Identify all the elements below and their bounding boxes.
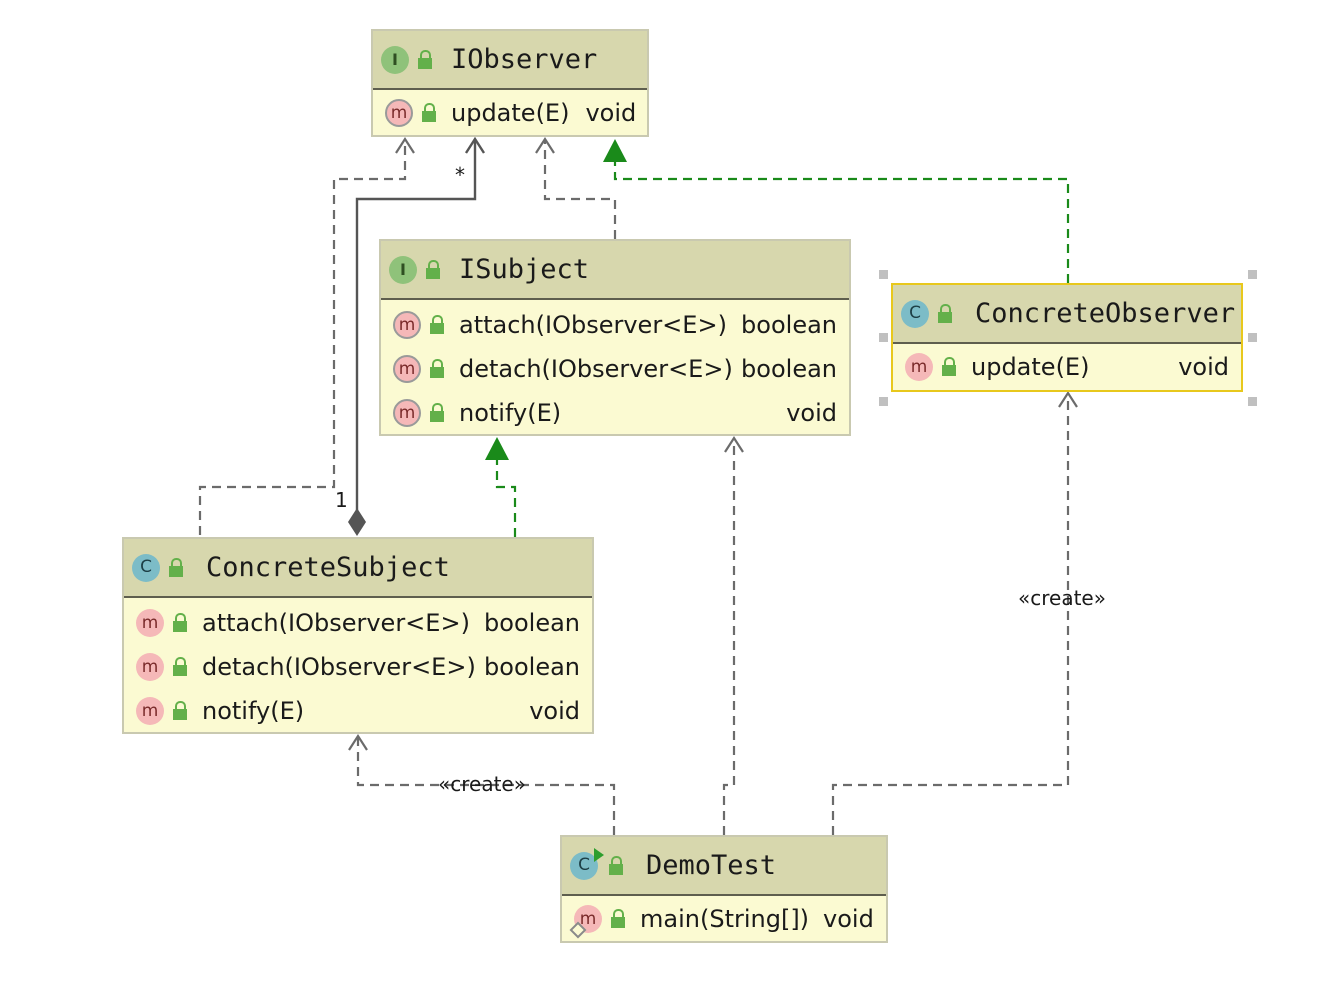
method-row[interactable]: m notify(E) void xyxy=(381,391,849,435)
method-row[interactable]: m update(E) void xyxy=(373,90,647,136)
public-lock-icon xyxy=(425,259,441,280)
selection-handle[interactable] xyxy=(1248,397,1257,406)
public-lock-icon xyxy=(429,315,445,335)
realization-arrowhead-icon xyxy=(603,139,627,162)
class-box-demotest[interactable]: C DemoTest m main(String[]) void xyxy=(560,835,888,943)
method-row[interactable]: m update(E) void xyxy=(893,344,1241,390)
open-arrowhead-icon xyxy=(464,136,486,154)
multiplicity-one: 1 xyxy=(335,488,348,512)
method-row[interactable]: m attach(IObserver<E>) boolean xyxy=(124,601,592,645)
method-return-type: boolean xyxy=(484,653,580,681)
selection-handle[interactable] xyxy=(879,270,888,279)
interface-icon: I xyxy=(389,255,417,284)
public-lock-icon xyxy=(168,557,184,578)
class-header[interactable]: I IObserver xyxy=(373,31,647,90)
runnable-class-icon: C xyxy=(570,847,604,880)
method-row[interactable]: m notify(E) void xyxy=(124,689,592,733)
edge-isubject-uses-iobserver[interactable] xyxy=(543,139,617,239)
create-label-observer: «create» xyxy=(1018,586,1106,610)
class-name: ConcreteSubject xyxy=(206,552,450,583)
class-icon: C xyxy=(901,299,929,328)
class-header[interactable]: C ConcreteObserver xyxy=(893,285,1241,344)
edge-concreteobserver-implements-iobserver[interactable] xyxy=(613,160,1070,283)
method-signature: update(E) xyxy=(451,99,570,127)
method-icon: m xyxy=(136,697,164,725)
method-icon: m xyxy=(136,653,164,681)
method-return-type: void xyxy=(529,697,580,725)
method-return-type: boolean xyxy=(484,609,580,637)
method-signature: detach(IObserver<E>) xyxy=(459,355,733,383)
run-triangle-icon xyxy=(594,847,604,862)
public-lock-icon xyxy=(417,49,433,70)
edge-demotest-creates-concretesubject[interactable] xyxy=(356,736,616,835)
interface-icon: I xyxy=(381,45,409,74)
public-lock-icon xyxy=(610,909,626,929)
multiplicity-many: * xyxy=(455,163,465,187)
realization-arrowhead-icon xyxy=(485,437,509,460)
static-method-icon: m xyxy=(569,905,602,939)
class-name: ISubject xyxy=(459,254,590,285)
method-signature: attach(IObserver<E>) xyxy=(459,311,727,339)
public-lock-icon xyxy=(172,701,188,721)
class-name: ConcreteObserver xyxy=(975,298,1236,329)
class-header[interactable]: C ConcreteSubject xyxy=(124,539,592,598)
method-signature: notify(E) xyxy=(202,697,305,725)
method-icon: m xyxy=(136,609,164,637)
aggregation-diamond-icon xyxy=(348,508,366,536)
method-signature: main(String[]) xyxy=(640,905,810,933)
method-return-type: boolean xyxy=(741,311,837,339)
method-signature: detach(IObserver<E>) xyxy=(202,653,476,681)
method-return-type: void xyxy=(823,905,874,933)
abstract-method-icon: m xyxy=(393,399,421,427)
open-arrowhead-icon xyxy=(724,435,744,453)
method-return-type: void xyxy=(1178,353,1229,381)
create-label-subject: «create» xyxy=(438,772,526,796)
edge-aggregation-observers[interactable] xyxy=(355,139,477,514)
public-lock-icon xyxy=(608,855,624,876)
open-arrowhead-icon xyxy=(348,733,368,751)
class-box-concreteobserver[interactable]: C ConcreteObserver m update(E) void xyxy=(891,283,1243,392)
method-signature: update(E) xyxy=(971,353,1090,381)
method-row[interactable]: m main(String[]) void xyxy=(562,896,886,942)
method-row[interactable]: m detach(IObserver<E>) boolean xyxy=(124,645,592,689)
class-header[interactable]: C DemoTest xyxy=(562,837,886,896)
method-return-type: void xyxy=(786,399,837,427)
selection-handle[interactable] xyxy=(1248,270,1257,279)
class-box-isubject[interactable]: I ISubject m attach(IObserver<E>) boolea… xyxy=(379,239,851,436)
public-lock-icon xyxy=(937,303,953,324)
class-box-iobserver[interactable]: I IObserver m update(E) void xyxy=(371,29,649,137)
abstract-method-icon: m xyxy=(393,311,421,339)
class-name: DemoTest xyxy=(646,850,777,881)
open-arrowhead-icon xyxy=(535,136,555,154)
method-icon: m xyxy=(905,353,933,381)
selection-handle[interactable] xyxy=(879,333,888,342)
public-lock-icon xyxy=(429,359,445,379)
open-arrowhead-icon xyxy=(1058,390,1078,408)
edge-concretesubject-uses-iobserver[interactable] xyxy=(198,139,407,535)
method-row[interactable]: m attach(IObserver<E>) boolean xyxy=(381,303,849,347)
open-arrowhead-icon xyxy=(395,136,415,154)
public-lock-icon xyxy=(172,613,188,633)
public-lock-icon xyxy=(172,657,188,677)
public-lock-icon xyxy=(941,357,957,377)
class-box-concretesubject[interactable]: C ConcreteSubject m attach(IObserver<E>)… xyxy=(122,537,594,734)
abstract-method-icon: m xyxy=(393,355,421,383)
method-return-type: void xyxy=(585,99,637,127)
edge-demotest-creates-concreteobserver[interactable] xyxy=(831,393,1070,835)
public-lock-icon xyxy=(421,103,437,123)
abstract-method-icon: m xyxy=(385,99,413,127)
edge-demotest-uses-isubject[interactable] xyxy=(722,438,736,835)
method-signature: notify(E) xyxy=(459,399,562,427)
class-icon: C xyxy=(132,553,160,582)
method-return-type: boolean xyxy=(741,355,837,383)
class-header[interactable]: I ISubject xyxy=(381,241,849,300)
method-signature: attach(IObserver<E>) xyxy=(202,609,470,637)
method-row[interactable]: m detach(IObserver<E>) boolean xyxy=(381,347,849,391)
selection-handle[interactable] xyxy=(1248,333,1257,342)
class-name: IObserver xyxy=(451,44,598,75)
edge-concretesubject-implements-isubject[interactable] xyxy=(495,459,517,537)
public-lock-icon xyxy=(429,403,445,423)
selection-handle[interactable] xyxy=(879,397,888,406)
